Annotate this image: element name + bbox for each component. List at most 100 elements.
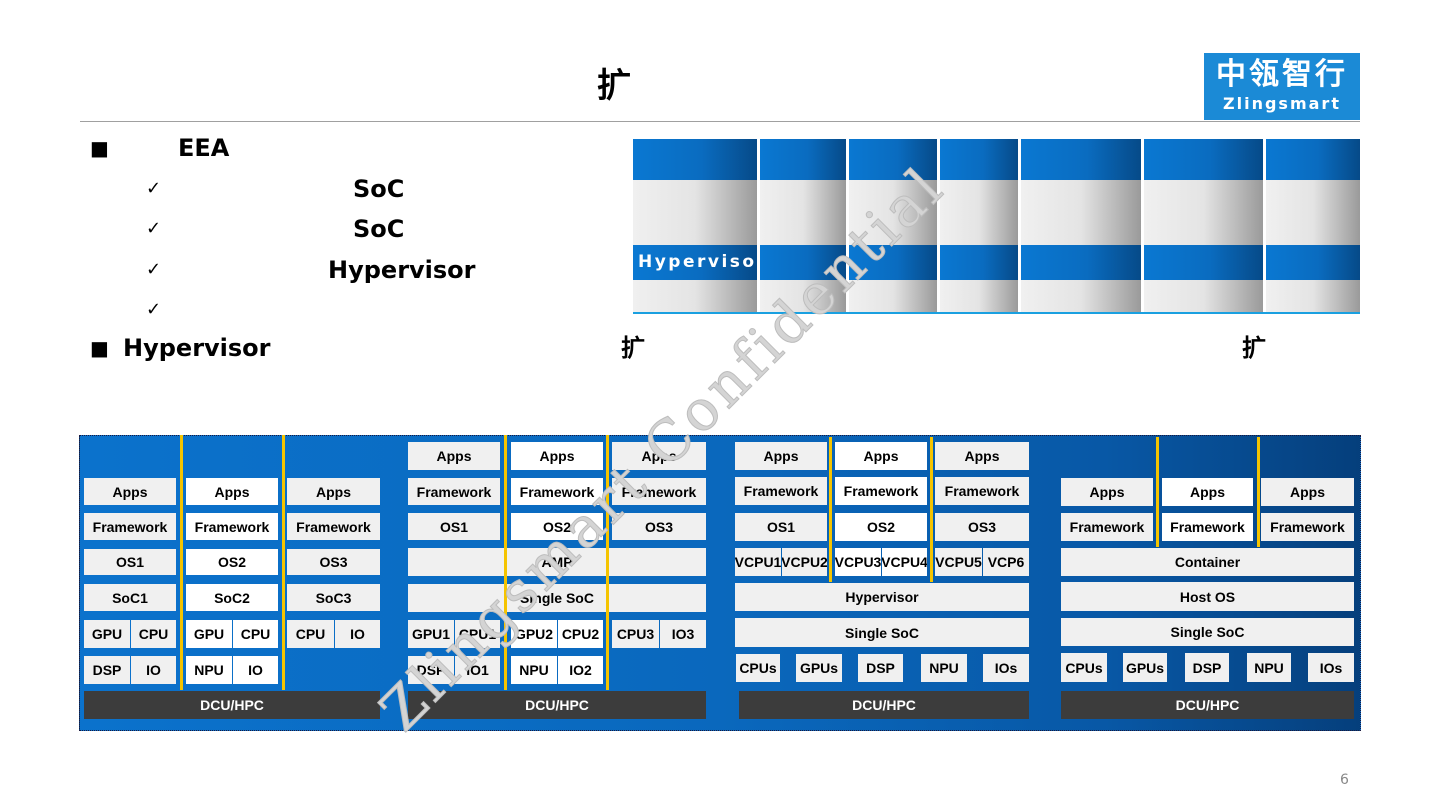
layer-box: GPU2 <box>511 620 557 648</box>
bullet-1-text: EEA <box>178 134 230 162</box>
layer-box: Framework <box>1261 513 1354 541</box>
check-icon: ✓ <box>146 218 162 239</box>
layer-box: Framework <box>408 478 500 505</box>
partition-divider <box>1257 437 1260 547</box>
table-cell <box>1021 180 1141 245</box>
layer-box: IO2 <box>558 656 603 684</box>
layer-box: CPU3 <box>612 620 659 648</box>
layer-box: OS2 <box>186 549 278 575</box>
layer-box: CPU <box>287 620 334 648</box>
page-number: 6 <box>1340 772 1349 788</box>
table-cell <box>633 180 757 245</box>
table-cell <box>633 139 757 180</box>
comparison-table: Hypervisor <box>633 139 1360 314</box>
table-cell <box>940 180 1018 245</box>
layer-box: Framework <box>1162 513 1253 541</box>
layer-box: IOs <box>1308 653 1354 682</box>
table-cell <box>940 280 1018 312</box>
check-icon: ✓ <box>146 259 162 280</box>
bullet-2-fragment: 扩 <box>621 334 645 362</box>
layer-box: NPU <box>1247 653 1291 682</box>
layer-box: IO3 <box>660 620 706 648</box>
layer-box: VCPU1 <box>735 548 781 576</box>
layer-box: OS2 <box>835 513 927 541</box>
layer-box: Framework <box>287 513 380 540</box>
layer-box: Framework <box>186 513 278 540</box>
check-3-text: Hypervisor <box>328 256 476 284</box>
layer-box: Framework <box>735 477 827 505</box>
layer-box: Apps <box>1061 478 1153 506</box>
layer-box: OS3 <box>287 549 380 575</box>
layer-box: CPUs <box>736 654 780 682</box>
layer-box: Apps <box>186 478 278 505</box>
layer-box: OS1 <box>735 513 827 541</box>
table-cell <box>940 139 1018 180</box>
logo-cn: 中瓴智行 <box>1216 57 1348 92</box>
layer-box: Single SoC <box>1061 618 1354 646</box>
layer-box: Apps <box>287 478 380 505</box>
layer-box: SoC2 <box>186 584 278 611</box>
layer-box: CPU2 <box>558 620 603 648</box>
layer-box: Container <box>1061 548 1354 576</box>
layer-box: Apps <box>511 442 603 470</box>
layer-box: Framework <box>935 477 1029 505</box>
layer-box: NPU <box>186 656 232 684</box>
layer-box: CPUs <box>1061 653 1107 682</box>
table-cell <box>1144 245 1263 280</box>
table-cell <box>1266 180 1360 245</box>
table-cell <box>1021 139 1141 180</box>
table-cell-hypervisor: Hypervisor <box>633 245 765 280</box>
layer-box: GPUs <box>796 654 842 682</box>
layer-box: NPU <box>511 656 557 684</box>
layer-box: DSP <box>408 656 454 684</box>
layer-box: IO <box>233 656 278 684</box>
layer-box: DSP <box>858 654 903 682</box>
layer-box: Apps <box>935 442 1029 470</box>
table-cell <box>849 180 937 245</box>
table-cell <box>1021 280 1141 312</box>
check-icon: ✓ <box>146 178 162 199</box>
layer-box: GPUs <box>1123 653 1167 682</box>
layer-box: VCP6 <box>983 548 1029 576</box>
table-cell <box>849 245 937 280</box>
table-cell <box>849 280 937 312</box>
layer-box: Apps <box>735 442 827 470</box>
title-divider <box>80 121 1360 122</box>
table-cell <box>760 280 846 312</box>
layer-box: IO1 <box>455 656 500 684</box>
table-cell <box>849 139 937 180</box>
layer-box: NPU <box>921 654 967 682</box>
layer-box: OS1 <box>408 513 500 540</box>
layer-box: SoC3 <box>287 584 380 611</box>
layer-box: Apps <box>1162 478 1253 506</box>
partition-divider <box>829 437 832 582</box>
layer-box: IOs <box>983 654 1029 682</box>
table-cell <box>1144 280 1263 312</box>
partition-divider <box>282 435 285 690</box>
bullet-square-icon: ■ <box>90 336 109 360</box>
layer-box: Single SoC <box>408 584 706 612</box>
layer-box: SoC1 <box>84 584 176 611</box>
layer-box: Apps <box>84 478 176 505</box>
layer-box: GPU1 <box>408 620 454 648</box>
layer-box: Single SoC <box>735 618 1029 647</box>
check-1-text: SoC <box>353 175 405 203</box>
layer-box: Hypervisor <box>735 583 1029 611</box>
layer-box: OS3 <box>935 513 1029 541</box>
table-cell <box>1266 245 1360 280</box>
dcu-hpc-block: DCU/HPC <box>1061 691 1354 719</box>
slide-title: 扩 <box>597 66 631 106</box>
layer-box: Apps <box>612 442 706 470</box>
layer-box: OS3 <box>612 513 706 540</box>
layer-box: VCPU3 <box>835 548 881 576</box>
layer-box: GPU <box>186 620 232 648</box>
bullet-square-icon: ■ <box>90 136 109 160</box>
layer-box: IO <box>131 656 176 684</box>
layer-box: VCPU4 <box>882 548 927 576</box>
dcu-hpc-block: DCU/HPC <box>84 691 380 719</box>
table-cell <box>760 180 846 245</box>
layer-box: CPU <box>131 620 176 648</box>
bullet-2-text: Hypervisor <box>123 334 271 362</box>
company-logo: 中瓴智行 Zlingsmart <box>1204 53 1360 120</box>
